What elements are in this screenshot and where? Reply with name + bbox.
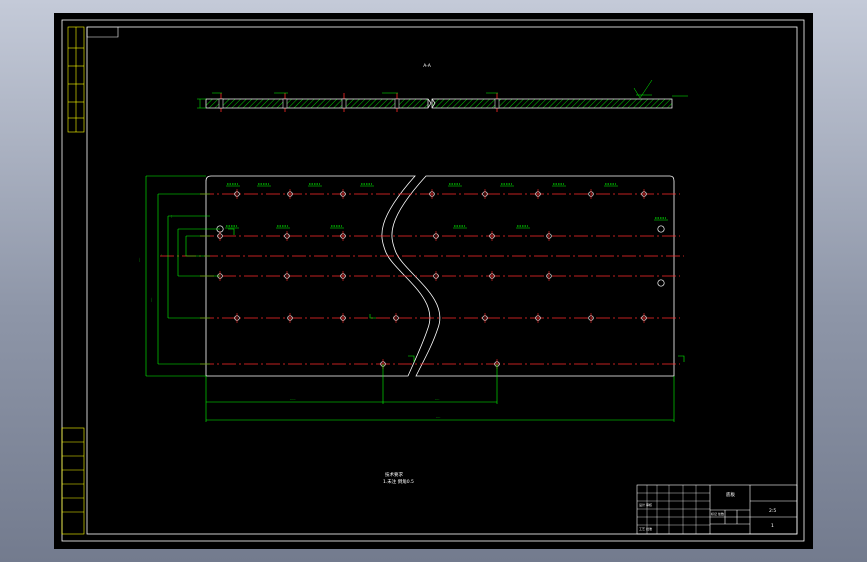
svg-text:-----: ----- <box>290 397 295 401</box>
svg-text:----: ---- <box>137 258 141 262</box>
sheet-value: 1 <box>771 523 774 529</box>
section-view[interactable] <box>197 79 688 112</box>
plan-view[interactable]: ---- ---- -- --- ----- ---- ---- <box>137 175 685 422</box>
approver-label: 工艺 批准 <box>639 526 652 531</box>
title-block[interactable]: 底板 2:5 1 标记 处数 设计 审核 工艺 批准 <box>636 484 798 535</box>
dimensions <box>145 175 685 422</box>
svg-text:----: ---- <box>436 415 440 419</box>
svg-text:--: -- <box>159 254 163 256</box>
section-bar-left <box>205 98 429 109</box>
notes-line-1: 1.未注 倒角0.5 <box>383 478 414 485</box>
section-bar-right <box>431 98 673 109</box>
break-mark-left <box>427 98 432 109</box>
binding-strip-top <box>67 26 85 133</box>
section-label: A-A <box>423 63 432 69</box>
hole-centerlines <box>160 193 684 365</box>
dimension-text: ---- ---- -- --- ----- ---- ---- <box>137 215 440 419</box>
sheet-outer-border <box>61 19 805 542</box>
sheet-inner-border <box>86 26 798 535</box>
scale-value: 2:5 <box>769 508 776 514</box>
mounting-hole <box>657 225 665 233</box>
reviewer-label: 设计 审核 <box>639 502 652 507</box>
part-name: 底板 <box>726 491 735 498</box>
notes-heading: 技术要求 <box>385 471 403 478</box>
break-mark-right <box>431 98 436 109</box>
code-box-corner <box>86 27 119 38</box>
designer-label: 标记 处数 <box>711 511 724 516</box>
svg-text:---: --- <box>169 215 173 218</box>
svg-text:----: ---- <box>435 397 439 401</box>
svg-text:----: ---- <box>149 298 153 302</box>
plate-outline-right <box>391 175 675 377</box>
binding-strip-bottom <box>61 427 85 535</box>
plate-outline-left <box>205 175 431 377</box>
hole-callouts <box>225 183 668 229</box>
mounting-hole <box>657 279 665 287</box>
